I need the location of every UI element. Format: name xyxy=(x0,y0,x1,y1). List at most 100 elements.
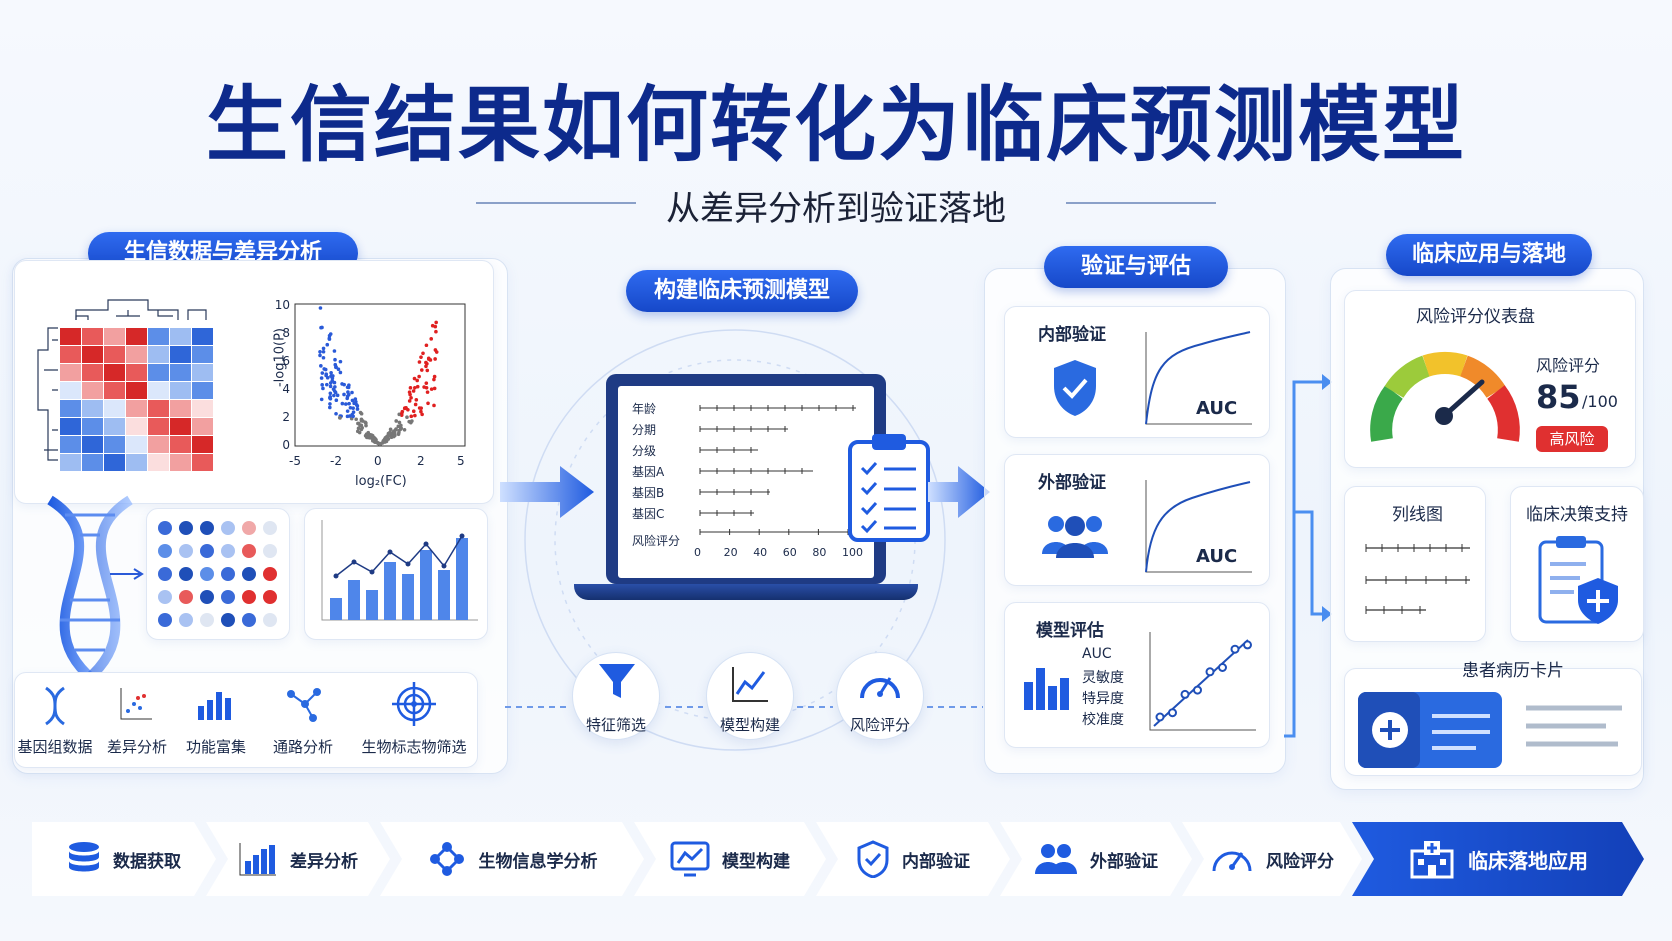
step-model-building[interactable] xyxy=(706,652,794,740)
risk-level-badge: 高风险 xyxy=(1536,426,1608,452)
volcano-point xyxy=(419,409,423,414)
heatmap-cell xyxy=(170,454,191,471)
volcano-xtick: 2 xyxy=(417,454,425,468)
bar xyxy=(402,574,414,620)
matrix-dot xyxy=(200,567,214,581)
heatmap-cell xyxy=(192,346,213,363)
volcano-point xyxy=(320,371,325,375)
dna-arrow xyxy=(110,568,144,580)
dot-matrix xyxy=(158,521,277,627)
nomogram-tick: 20 xyxy=(723,546,738,559)
volcano-point xyxy=(335,393,340,398)
volcano-point xyxy=(432,374,437,379)
heatmap-cell xyxy=(104,328,125,345)
bio-tool-label: 通路分析 xyxy=(272,738,333,756)
pipeline-step[interactable]: 临床落地应用 xyxy=(1352,822,1644,896)
volcano-point xyxy=(368,436,373,440)
volcano-point xyxy=(364,423,368,428)
volcano-point xyxy=(354,399,358,404)
volcano-point xyxy=(424,364,428,369)
pipeline-step-label: 临床落地应用 xyxy=(1468,848,1588,873)
clinic-section-title: 临床应用与落地 xyxy=(1386,234,1592,276)
volcano-point xyxy=(413,413,417,418)
pipeline-step[interactable]: 数据获取 xyxy=(32,822,216,896)
volcano-point xyxy=(345,409,350,413)
pipeline-step[interactable]: 模型构建 xyxy=(634,822,826,896)
nomogram-card[interactable] xyxy=(1344,486,1486,642)
matrix-dot xyxy=(221,590,235,604)
volcano-point xyxy=(342,392,346,397)
heatmap-cell xyxy=(170,382,191,399)
pipeline-step[interactable]: 内部验证 xyxy=(816,822,1010,896)
matrix-dot xyxy=(242,544,256,558)
bar xyxy=(348,580,360,620)
bio-tools-card xyxy=(14,672,478,768)
patient-record-card-icon xyxy=(1358,692,1622,768)
volcano-point xyxy=(412,376,417,381)
risk-gauge xyxy=(1370,352,1520,442)
bar xyxy=(366,590,378,620)
line-point xyxy=(423,541,429,547)
line-point xyxy=(459,533,465,539)
volcano-point xyxy=(417,360,422,364)
volcano-xlabel: log₂(FC) xyxy=(355,474,407,489)
heatmap-cell xyxy=(192,436,213,453)
database-icon xyxy=(67,841,101,877)
heatmap-cell xyxy=(148,454,169,471)
calibration-point xyxy=(1230,644,1240,654)
pipeline-step[interactable]: 差异分析 xyxy=(206,822,390,896)
nomogram-row-label: 分级 xyxy=(632,444,657,458)
matrix-dot xyxy=(200,544,214,558)
heatmap-cell xyxy=(126,382,147,399)
heatmap xyxy=(37,299,213,471)
page-title: 生信结果如何转化为临床预测模型 xyxy=(205,78,1466,173)
speedometer-icon xyxy=(1210,841,1254,877)
volcano-point xyxy=(334,365,338,370)
mini-nomogram xyxy=(1365,544,1470,614)
calibration-point xyxy=(1155,712,1165,722)
matrix-dot xyxy=(263,544,277,558)
volcano-point xyxy=(425,368,430,373)
hospital-icon xyxy=(1408,839,1456,879)
heatmap-cell xyxy=(148,328,169,345)
heatmap-cell xyxy=(192,364,213,381)
pipeline-step[interactable]: 外部验证 xyxy=(1000,822,1192,896)
nomogram-row-label: 分期 xyxy=(632,423,657,437)
target-icon xyxy=(392,682,436,726)
line-point xyxy=(405,561,411,567)
bio-tool-label: 生物标志物筛选 xyxy=(361,738,467,756)
nomogram-chart xyxy=(699,405,856,535)
pipeline-step[interactable]: 生物信息学分析 xyxy=(380,822,644,896)
volcano-point xyxy=(410,419,414,423)
heatmap-cell xyxy=(148,436,169,453)
volcano-point xyxy=(318,353,322,358)
funnel-icon xyxy=(599,664,635,698)
matrix-dot xyxy=(179,613,193,627)
volcano-point xyxy=(432,386,437,391)
laptop-screen xyxy=(618,386,874,578)
flow-arrow-1 xyxy=(500,466,594,518)
volcano-point xyxy=(350,398,355,403)
volcano-point xyxy=(347,392,351,397)
volcano-ytick: 8 xyxy=(282,326,290,340)
volcano-point xyxy=(425,390,430,394)
volcano-point xyxy=(419,355,423,359)
volcano-point xyxy=(342,382,346,387)
volcano-point xyxy=(429,387,434,391)
volcano-point xyxy=(357,430,362,435)
pipeline-step-label: 风险评分 xyxy=(1266,851,1334,872)
subtitle-line-left xyxy=(476,202,636,204)
heatmap-cell xyxy=(126,418,147,435)
volcano-point xyxy=(344,402,348,406)
heatmap-cell xyxy=(104,454,125,471)
bar-chart xyxy=(321,520,478,621)
eval-metric: 灵敏度 xyxy=(1082,670,1124,686)
volcano-point xyxy=(429,337,434,341)
pipeline-step[interactable]: 风险评分 xyxy=(1182,822,1362,896)
nomogram-row-label: 基因A xyxy=(632,465,665,479)
heatmap-cell xyxy=(148,400,169,417)
bio-tool-label: 基因组数据 xyxy=(17,738,93,756)
volcano-point xyxy=(329,374,333,378)
heatmap-cell xyxy=(126,454,147,471)
volcano-point xyxy=(328,405,332,410)
